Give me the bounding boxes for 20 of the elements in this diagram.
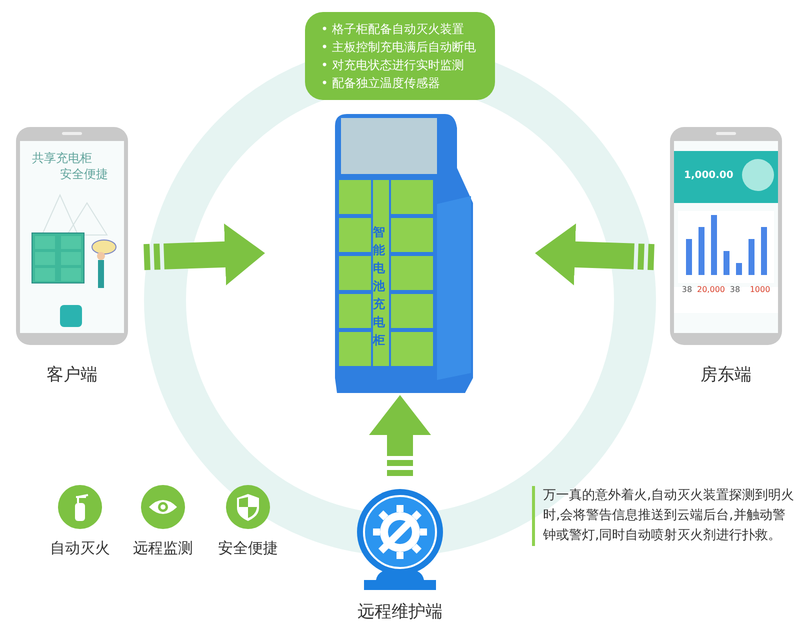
feature-label: 远程监测: [132, 539, 194, 558]
device-caption: 房东端: [700, 364, 752, 386]
bullet-item: • 主板控制充电满后自动断电: [321, 39, 477, 56]
bullet-item: • 配备独立温度传感器: [321, 75, 441, 92]
device-caption: 客户端: [46, 364, 98, 386]
note-paragraph: 万一真的意外着火,自动灭火装置探测到明火时,会将警告信息推送到云端后台,并触动警钟或警灯,同时自动喷射灭火剂进行扑救。: [532, 486, 798, 546]
feature-label: 安全便捷: [217, 539, 279, 558]
screen-figure: 38: [728, 285, 742, 295]
screen-figure: 1,000.00: [684, 170, 734, 182]
feature-label: 自动灭火: [49, 539, 111, 558]
vertical-sign-text: 智能电池充电柜: [373, 224, 386, 349]
bullet-item: • 对充电状态进行实时监测: [321, 57, 465, 74]
callout-box: [305, 12, 495, 100]
screen-figure: 38: [680, 285, 694, 295]
screen-figure: 20,000: [697, 285, 725, 295]
screen-slogan: 共享充电柜: [32, 152, 92, 165]
screen-figure: 1000: [748, 285, 772, 295]
screen-slogan: 安全便捷: [60, 168, 108, 181]
device-caption: 远程维护端: [356, 601, 444, 623]
bullet-item: • 格子柜配备自动灭火装置: [321, 21, 465, 38]
